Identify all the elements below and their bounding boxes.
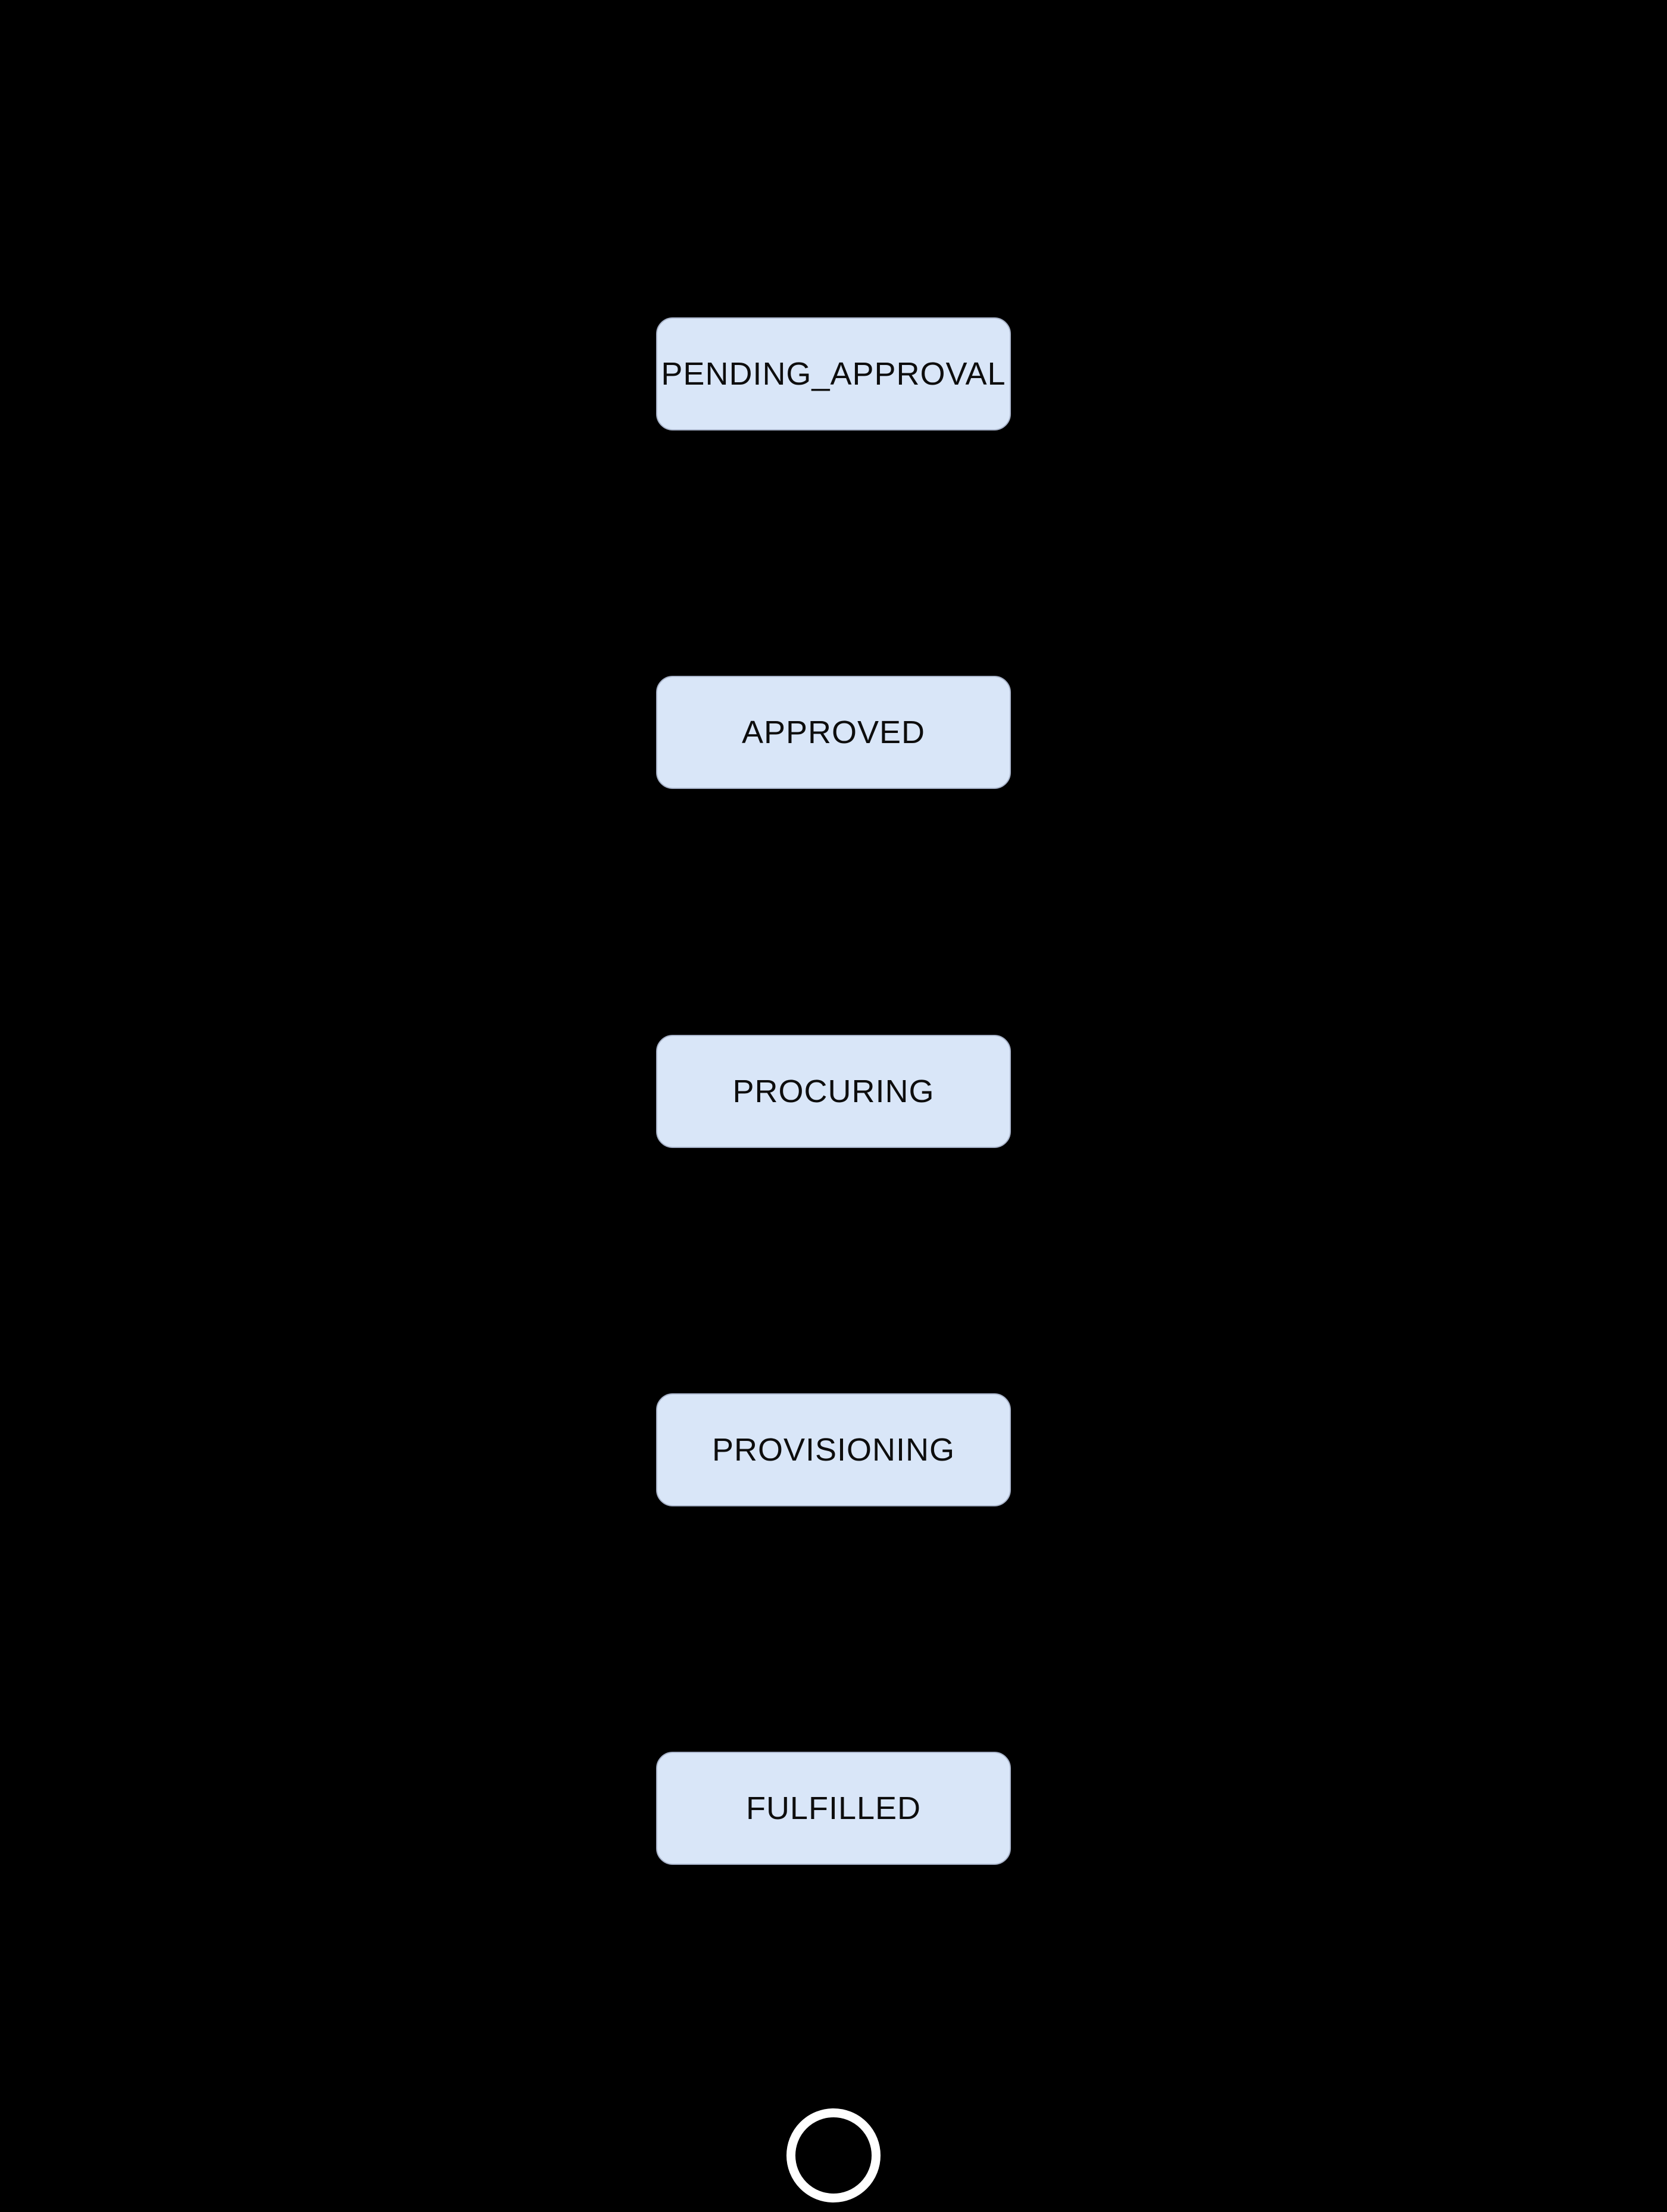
state-label: PROCURING: [732, 1074, 935, 1109]
state-node-fulfilled: FULFILLED: [656, 1752, 1011, 1865]
state-label: PENDING_APPROVAL: [661, 356, 1006, 392]
state-node-procuring: PROCURING: [656, 1035, 1011, 1148]
state-label: APPROVED: [741, 715, 926, 750]
state-label: PROVISIONING: [711, 1432, 956, 1468]
final-state-icon: [786, 2108, 881, 2202]
state-node-approved: APPROVED: [656, 676, 1011, 789]
state-node-provisioning: PROVISIONING: [656, 1393, 1011, 1506]
state-label: FULFILLED: [745, 1790, 922, 1826]
state-node-pending-approval: PENDING_APPROVAL: [656, 317, 1011, 430]
